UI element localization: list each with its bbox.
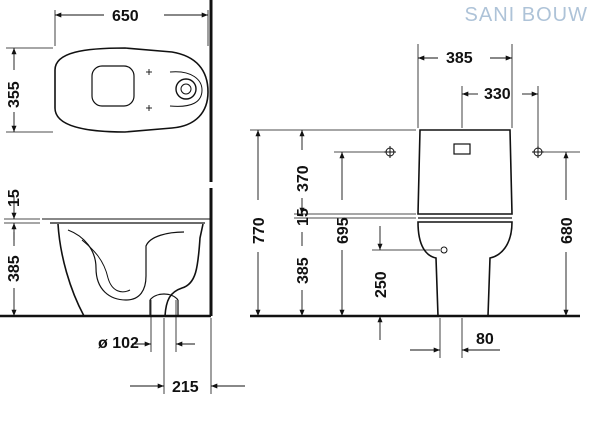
dim-cistern-height: 370	[295, 165, 312, 192]
dim-rim-height: 385	[295, 257, 312, 284]
front-view-bowl	[417, 221, 513, 317]
flush-button	[453, 143, 471, 155]
dim-inlet-height: 250	[373, 271, 390, 298]
dim-front-fixing-height: 680	[559, 217, 576, 244]
brand-word-bouw: BOUW	[521, 4, 588, 26]
dim-fixing-height: 695	[335, 217, 352, 244]
dim-outlet-offset: 215	[172, 379, 199, 396]
top-view-outlet	[175, 78, 197, 100]
side-view-trap	[67, 229, 185, 301]
dim-outlet-diameter: ø 102	[98, 335, 139, 352]
front-view-cistern	[417, 129, 513, 215]
front-view-fixing-marks	[384, 146, 544, 158]
top-view-seat-opening	[91, 65, 135, 107]
dim-cistern-width: 385	[446, 50, 473, 67]
side-view-bowl	[57, 223, 204, 317]
dim-top-depth: 355	[6, 81, 23, 108]
dim-side-height: 385	[6, 255, 23, 282]
dim-seat-thickness: 15	[295, 208, 312, 226]
brand-logo: SANI BOUW	[465, 4, 588, 27]
dim-fixing-spacing: 330	[484, 86, 511, 103]
side-view	[0, 188, 245, 394]
top-view-bowl-outline	[54, 47, 209, 133]
dim-pedestal-width: 80	[476, 331, 494, 348]
top-view-fixing-marks	[146, 69, 152, 111]
dim-top-width: 650	[112, 8, 139, 25]
dim-side-rim-thickness: 15	[6, 189, 23, 207]
brand-word-sani: SANI	[464, 4, 516, 26]
dim-total-height: 770	[251, 217, 268, 244]
front-view	[250, 44, 580, 358]
top-view	[6, 0, 213, 182]
